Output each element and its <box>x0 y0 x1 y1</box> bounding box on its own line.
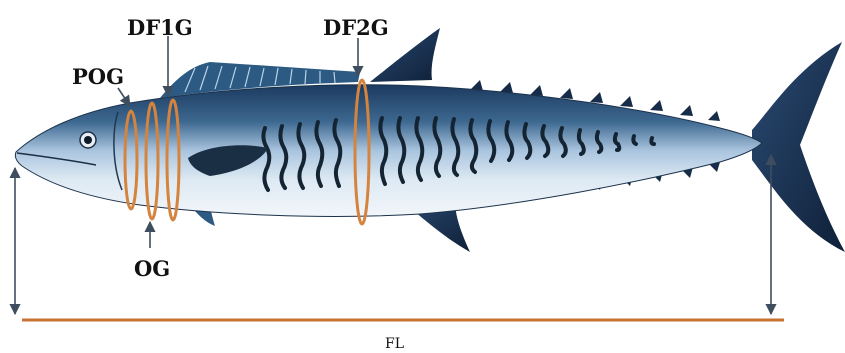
caudal-fin <box>752 42 845 252</box>
label-og: OG <box>134 256 170 281</box>
label-df1g: DF1G <box>127 15 193 40</box>
fish-illustration <box>15 28 845 252</box>
label-fl: FL <box>385 336 404 352</box>
arrow-icon <box>118 88 130 106</box>
label-pog: POG <box>72 64 124 89</box>
label-df2g: DF2G <box>323 15 389 40</box>
pupil <box>84 136 92 144</box>
